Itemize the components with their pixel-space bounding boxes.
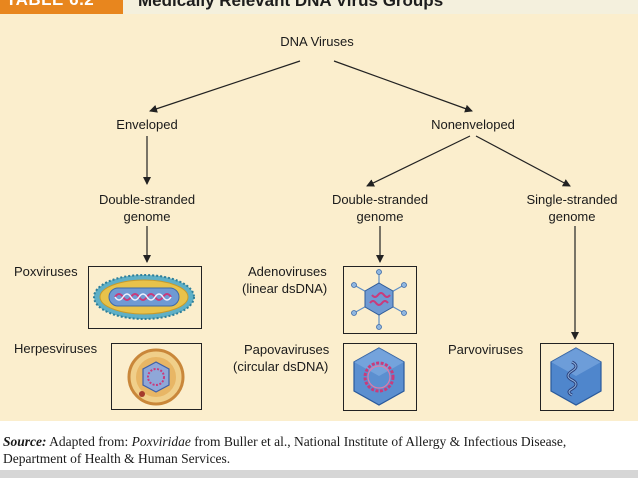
parvoviruses-label: Parvoviruses	[448, 342, 524, 357]
adenovirus-icon	[351, 269, 407, 330]
enveloped-label: Enveloped	[116, 117, 178, 132]
arrow-root-to-enveloped	[149, 60, 301, 113]
parvovirus-icon	[550, 347, 602, 406]
poxviruses-label: Poxviruses	[14, 264, 78, 279]
papovavirus-illustration	[343, 343, 417, 411]
adenovirus-illustration	[343, 266, 417, 334]
genome-ds-nonenveloped-line1: Double-stranded	[331, 192, 429, 207]
poxvirus-illustration	[88, 266, 202, 329]
root-label: DNA Viruses	[280, 34, 354, 49]
adenoviruses-label: Adenoviruses	[248, 264, 327, 279]
poxvirus-icon	[93, 274, 195, 320]
source-part1: Adapted from:	[46, 434, 132, 449]
adenoviruses-sublabel: (linear dsDNA)	[242, 281, 328, 296]
arrow-nonenveloped-to-ds	[366, 135, 471, 187]
source-part2: from Buller et al., National Institute o…	[3, 434, 567, 466]
parvovirus-illustration	[540, 343, 614, 411]
diagram-panel	[0, 14, 638, 421]
papovaviruses-sublabel: (circular dsDNA)	[233, 359, 329, 374]
source-caption: Source: Adapted from: Poxviridae from Bu…	[3, 433, 633, 467]
table-number: TABLE 6.2	[0, 0, 123, 14]
genome-ds-enveloped-line2: genome	[123, 209, 171, 224]
genome-ss-nonenveloped-line2: genome	[548, 209, 596, 224]
papovavirus-icon	[353, 347, 405, 406]
herpesvirus-illustration	[111, 343, 202, 410]
papovaviruses-label: Papovaviruses	[244, 342, 330, 357]
source-key: Source:	[3, 434, 47, 449]
arrow-nonenveloped-to-ss	[475, 135, 571, 187]
genome-ds-enveloped-line1: Double-stranded	[98, 192, 196, 207]
genome-ss-nonenveloped-line1: Single-stranded	[526, 192, 618, 207]
nonenveloped-label: Nonenveloped	[431, 117, 515, 132]
header-bar	[0, 0, 638, 14]
table-title: Medically Relevant DNA Virus Groups	[138, 0, 444, 10]
source-italic: Poxviridae	[131, 434, 191, 449]
herpesvirus-icon	[127, 348, 185, 406]
genome-ds-nonenveloped-line2: genome	[356, 209, 404, 224]
arrow-root-to-nonenveloped	[333, 60, 473, 113]
herpesviruses-label: Herpesviruses	[14, 341, 98, 356]
footer-bar	[0, 470, 638, 478]
